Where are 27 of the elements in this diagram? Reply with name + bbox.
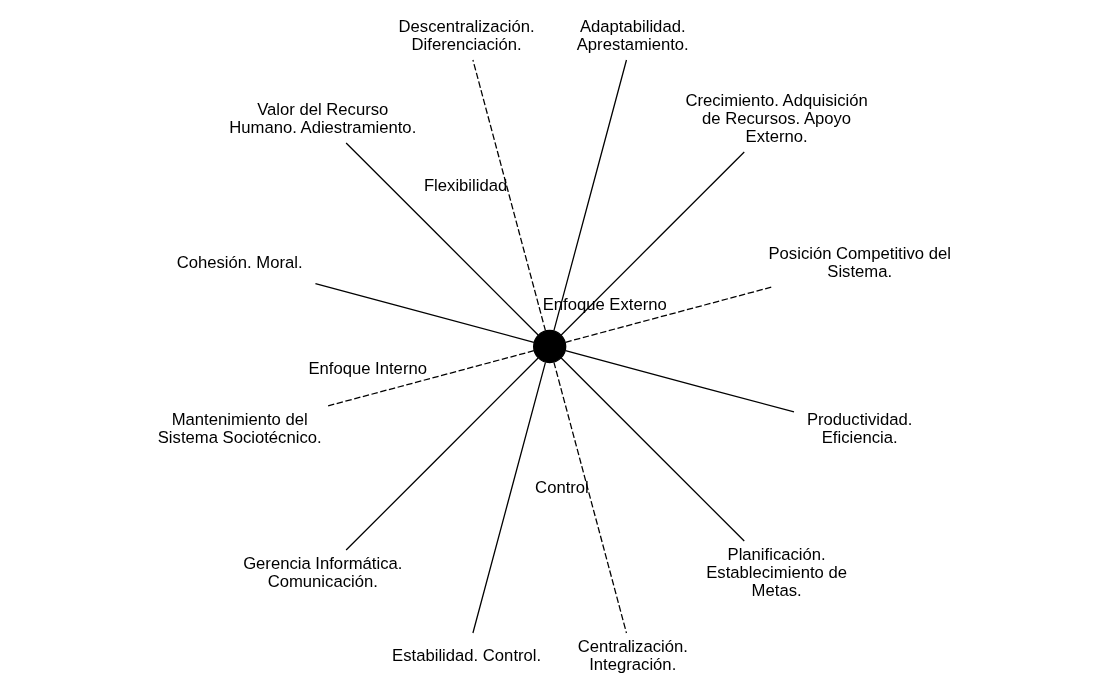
connector [560,357,745,542]
connector [552,361,627,634]
connector [564,285,774,343]
node-text: Cohesión. Moral. [176,252,303,272]
node-text: Planificación. Establecimiento de Metas. [705,544,847,600]
connector [471,59,546,332]
connector [560,151,745,336]
node-text: Descentralización. Diferenciación. [398,16,535,54]
connector [345,357,539,551]
connector [345,142,539,336]
node-text: Gerencia Informática. Comunicación. [242,553,402,591]
edge-label: Control [534,478,589,498]
connector [471,361,546,634]
node-text: Centralización. Integración. [577,636,688,674]
edge-label: Enfoque Interno [307,358,427,378]
node-circle [532,329,566,364]
connector [552,59,627,332]
node-text: Mantenimiento del Sistema Sociotécnico. [157,409,322,447]
edge-label: Flexibilidad [423,175,507,195]
connector [564,350,795,413]
node-text: Adaptabilidad. Aprestamiento. [576,16,689,54]
node-text: Posición Competitivo del Sistema. [767,243,951,281]
node-text: Productividad. Eficiencia. [806,409,912,447]
node-text: Estabilidad. Control. [391,645,541,665]
connector [314,283,535,343]
node-text: Valor del Recurso Humano. Adiestramiento. [228,99,416,137]
node-text: Crecimiento. Adquisición de Recursos. Apoyo Externo. [684,90,868,146]
